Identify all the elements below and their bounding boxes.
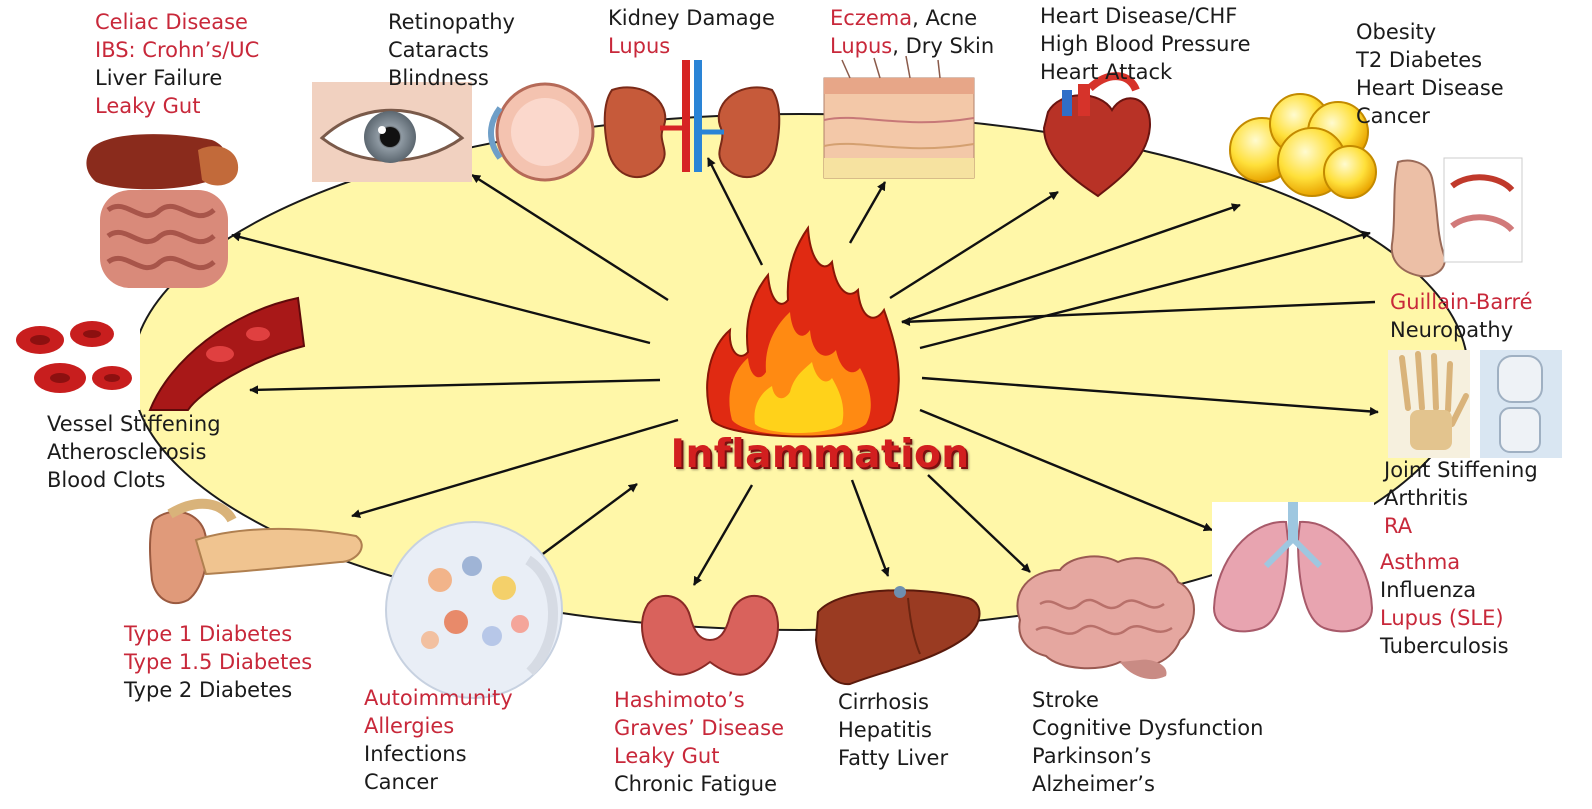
condition-label: Neuropathy [1390, 316, 1533, 344]
condition-label: Alzheimer’s [1032, 770, 1263, 798]
eye-icon [312, 82, 593, 182]
condition-label: Guillain-Barré [1390, 288, 1533, 316]
vessel-labels: Vessel StiffeningAtherosclerosisBlood Cl… [47, 410, 221, 494]
eye-labels: RetinopathyCataractsBlindness [388, 8, 515, 92]
condition-label: Influenza [1380, 576, 1509, 604]
digestive-labels: Celiac DiseaseIBS: Crohn’s/UCLiver Failu… [95, 8, 259, 120]
joint-labels: Joint StiffeningArthritisRA [1384, 456, 1538, 540]
immune-cells-icon [386, 522, 562, 698]
condition-label: Leaky Gut [614, 742, 784, 770]
condition-label: Cirrhosis [838, 688, 948, 716]
condition-label: High Blood Pressure [1040, 30, 1251, 58]
condition-label: , Acne [912, 6, 977, 30]
condition-label: Vessel Stiffening [47, 410, 221, 438]
condition-line: Lupus, Dry Skin [830, 32, 994, 60]
condition-label: Atherosclerosis [47, 438, 221, 466]
condition-label: Type 2 Diabetes [124, 676, 312, 704]
condition-label: Stroke [1032, 686, 1263, 714]
condition-label: Type 1 Diabetes [124, 620, 312, 648]
condition-label: Allergies [364, 712, 513, 740]
condition-label: Cancer [1356, 102, 1504, 130]
condition-label: RA [1384, 512, 1538, 540]
condition-label: Hepatitis [838, 716, 948, 744]
condition-label: Heart Disease [1356, 74, 1504, 102]
condition-label: Tuberculosis [1380, 632, 1509, 660]
intestine-icon [86, 134, 238, 288]
condition-label: Celiac Disease [95, 8, 259, 36]
condition-label: Kidney Damage [608, 4, 775, 32]
condition-label: Fatty Liver [838, 744, 948, 772]
kidney-labels: Kidney DamageLupus [608, 4, 775, 60]
condition-label: Retinopathy [388, 8, 515, 36]
condition-label: IBS: Crohn’s/UC [95, 36, 259, 64]
condition-label: Infections [364, 740, 513, 768]
condition-label: Lupus (SLE) [1380, 604, 1509, 632]
condition-label: Leaky Gut [95, 92, 259, 120]
condition-label: Lupus [830, 34, 892, 58]
heart-labels: Heart Disease/CHFHigh Blood PressureHear… [1040, 2, 1251, 86]
condition-label: Hashimoto’s [614, 686, 784, 714]
condition-label: Heart Attack [1040, 58, 1251, 86]
immune-labels: AutoimmunityAllergiesInfectionsCancer [364, 684, 513, 796]
condition-label: Cataracts [388, 36, 515, 64]
condition-label: , Dry Skin [892, 34, 994, 58]
condition-label: Lupus [608, 32, 775, 60]
condition-label: Autoimmunity [364, 684, 513, 712]
condition-label: Cognitive Dysfunction [1032, 714, 1263, 742]
fat-labels: ObesityT2 DiabetesHeart DiseaseCancer [1356, 18, 1504, 130]
joint-icon [1388, 350, 1562, 458]
lung-labels: AsthmaInfluenzaLupus (SLE)Tuberculosis [1380, 548, 1509, 660]
lungs-icon [1212, 502, 1374, 642]
condition-label: T2 Diabetes [1356, 46, 1504, 74]
condition-label: Arthritis [1384, 484, 1538, 512]
center-title: Inflammation [630, 432, 1010, 477]
skin-labels: Eczema, AcneLupus, Dry Skin [830, 4, 994, 60]
condition-label: Heart Disease/CHF [1040, 2, 1251, 30]
condition-label: Chronic Fatigue [614, 770, 784, 798]
condition-label: Joint Stiffening [1384, 456, 1538, 484]
condition-label: Graves’ Disease [614, 714, 784, 742]
pancreas-labels: Type 1 DiabetesType 1.5 DiabetesType 2 D… [124, 620, 312, 704]
condition-label: Cancer [364, 768, 513, 796]
skin-icon [824, 56, 974, 178]
condition-label: Liver Failure [95, 64, 259, 92]
foot-nerve-icon [1392, 158, 1522, 276]
condition-label: Asthma [1380, 548, 1509, 576]
condition-line: Eczema, Acne [830, 4, 994, 32]
brain-labels: StrokeCognitive DysfunctionParkinson’sAl… [1032, 686, 1263, 798]
liver-icon [816, 586, 979, 684]
liver-labels: CirrhosisHepatitisFatty Liver [838, 688, 948, 772]
condition-label: Parkinson’s [1032, 742, 1263, 770]
condition-label: Blood Clots [47, 466, 221, 494]
condition-label: Obesity [1356, 18, 1504, 46]
condition-label: Blindness [388, 64, 515, 92]
thyroid-labels: Hashimoto’sGraves’ DiseaseLeaky GutChron… [614, 686, 784, 798]
condition-label: Type 1.5 Diabetes [124, 648, 312, 676]
condition-label: Eczema [830, 6, 912, 30]
brain-icon [1017, 556, 1194, 679]
nerve-labels: Guillain-BarréNeuropathy [1390, 288, 1533, 344]
